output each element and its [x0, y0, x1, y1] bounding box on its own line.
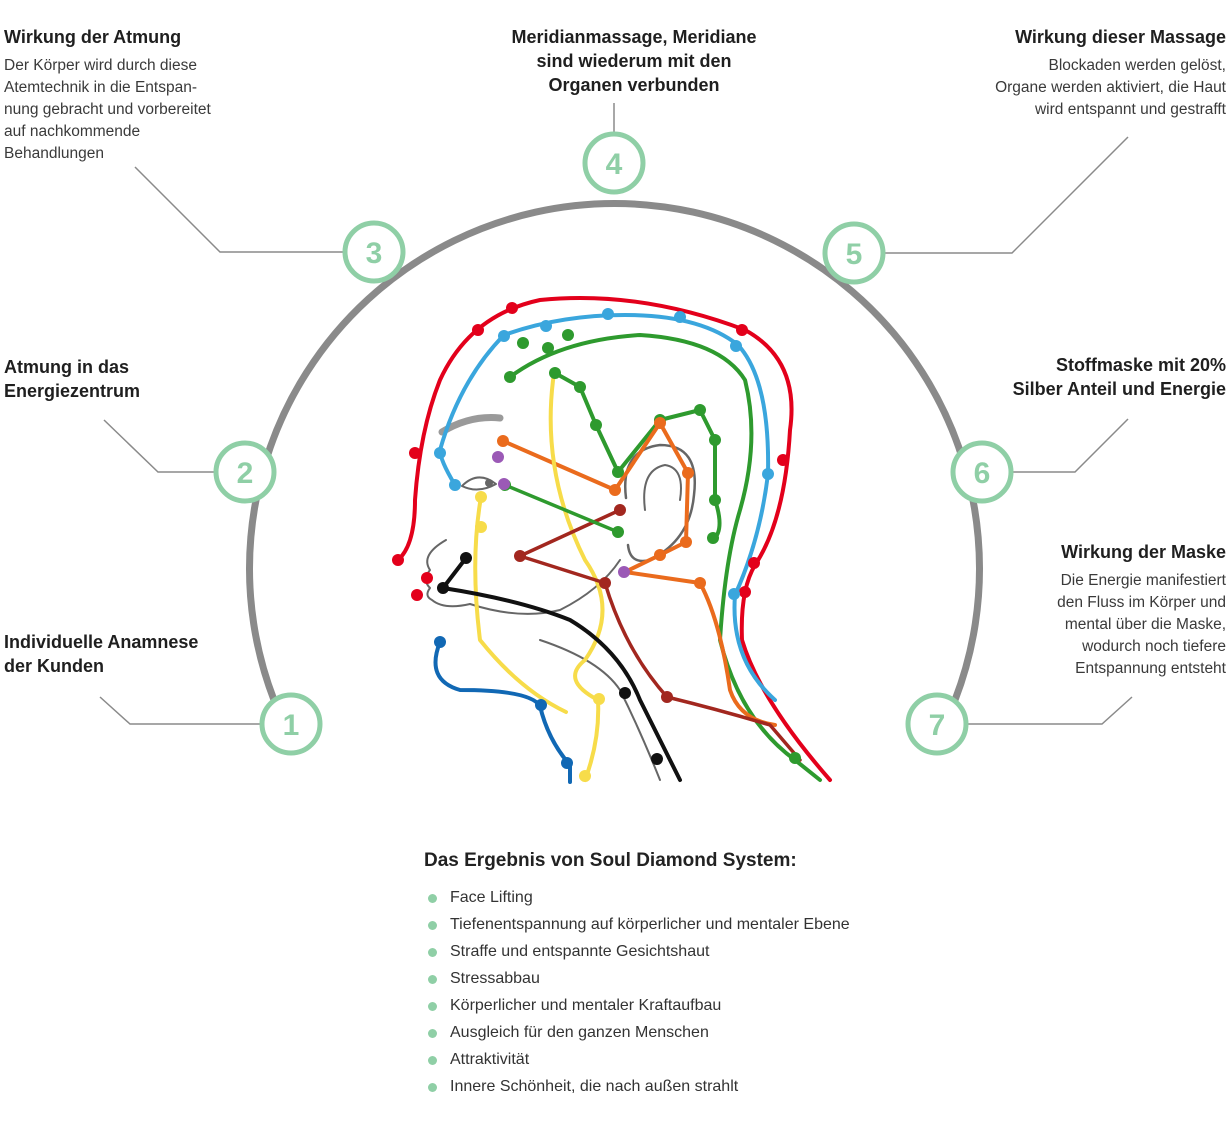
result-item: Körperlicher und mentaler Kraftaufbau	[424, 992, 1024, 1019]
step-label-7: Wirkung der Maske Die Energie manifestie…	[986, 540, 1226, 680]
step-number-2: 2	[237, 457, 254, 490]
result-item: Stressabbau	[424, 965, 1024, 992]
connector-lines	[99, 103, 1133, 725]
bullet-icon	[428, 948, 437, 957]
result-item: Ausgleich für den ganzen Menschen	[424, 1019, 1024, 1046]
step-number-1: 1	[283, 709, 300, 742]
step-number-6: 6	[974, 457, 991, 490]
bullet-icon	[428, 975, 437, 984]
result-item-label: Innere Schönheit, die nach außen strahlt	[450, 1078, 739, 1095]
step-text-5: Blockaden werden gelöst, Organe werden a…	[995, 57, 1226, 118]
step-number-3: 3	[366, 237, 383, 270]
result-item-label: Tiefenentspannung auf körperlicher und m…	[450, 916, 850, 933]
step-title-6: Stoffmaske mit 20% Silber Anteil und Ene…	[1012, 355, 1226, 399]
connector-1	[99, 696, 262, 725]
head-illustration	[396, 296, 832, 784]
meridian-diagram: 1 2 3 4 5 6 7	[99, 103, 1133, 784]
face-profile	[425, 539, 471, 608]
result-title: Das Ergebnis von Soul Diamond System:	[424, 850, 797, 871]
step-text-7: Die Energie manifestiert den Fluss im Kö…	[1057, 572, 1226, 677]
step-marker-5: 5	[822, 221, 886, 285]
meridian-dark-red	[518, 508, 802, 762]
step-number-7: 7	[929, 709, 946, 742]
connector-3	[134, 166, 344, 253]
step-title-3: Wirkung der Atmung	[4, 27, 182, 47]
bullet-icon	[428, 1083, 437, 1092]
result-item-label: Stressabbau	[450, 970, 540, 987]
step-marker-3: 3	[342, 220, 406, 284]
meridian-blue	[433, 640, 572, 784]
connector-2	[103, 419, 216, 473]
step-label-4: Meridianmassage, Meridiane sind wiederum…	[484, 25, 784, 97]
result-item: Face Lifting	[424, 884, 1024, 911]
result-item-label: Attraktivität	[450, 1051, 530, 1068]
result-item-label: Ausgleich für den ganzen Menschen	[450, 1024, 709, 1041]
step-label-5: Wirkung dieser Massage Blockaden werden …	[926, 25, 1226, 121]
bullet-icon	[428, 1056, 437, 1065]
result-item: Attraktivität	[424, 1046, 1024, 1073]
step-text-3: Der Körper wird durch diese Atemtechnik …	[4, 57, 211, 162]
step-marker-7: 7	[905, 692, 969, 756]
result-item: Tiefenentspannung auf körperlicher und m…	[424, 911, 1024, 938]
step-markers: 1 2 3 4 5 6 7	[213, 131, 1014, 756]
step-label-2: Atmung in das Energiezentrum	[4, 355, 224, 403]
result-section: Das Ergebnis von Soul Diamond System: Fa…	[424, 850, 1024, 1100]
step-marker-6: 6	[950, 440, 1014, 504]
step-marker-4: 4	[582, 131, 646, 195]
step-title-2: Atmung in das Energiezentrum	[4, 357, 141, 401]
step-label-6: Stoffmaske mit 20% Silber Anteil und Ene…	[956, 353, 1226, 401]
step-title-5: Wirkung dieser Massage	[1015, 27, 1226, 47]
meridian-red	[396, 296, 832, 782]
step-label-3: Wirkung der Atmung Der Körper wird durch…	[4, 25, 264, 165]
connector-5	[885, 136, 1129, 254]
bullet-icon	[428, 894, 437, 903]
eye	[461, 476, 497, 491]
connector-6	[1012, 418, 1129, 473]
result-item-label: Face Lifting	[450, 889, 533, 906]
meridian-light-blue	[438, 313, 777, 702]
bullet-icon	[428, 1029, 437, 1038]
meridian-points	[392, 302, 801, 782]
step-label-1: Individuelle Anamnese der Kunden	[4, 630, 244, 678]
meridian-green-diagonal	[503, 483, 620, 534]
step-title-4: Meridianmassage, Meridiane sind wiederum…	[511, 27, 757, 95]
meridian-black	[441, 556, 682, 782]
bullet-icon	[428, 921, 437, 930]
result-item-label: Straffe und entspannte Gesichtshaut	[450, 943, 710, 960]
step-marker-1: 1	[259, 692, 323, 756]
step-marker-2: 2	[213, 440, 277, 504]
result-item: Straffe und entspannte Gesichtshaut	[424, 938, 1024, 965]
connector-7	[968, 696, 1133, 725]
result-item-label: Körperlicher und mentaler Kraftaufbau	[450, 997, 722, 1014]
step-number-4: 4	[606, 148, 623, 181]
step-title-1: Individuelle Anamnese der Kunden	[4, 632, 199, 676]
step-number-5: 5	[846, 238, 863, 271]
result-item: Innere Schönheit, die nach außen strahlt	[424, 1073, 1024, 1100]
result-list: Face Lifting Tiefenentspannung auf körpe…	[424, 884, 1024, 1100]
bullet-icon	[428, 1002, 437, 1011]
step-title-7: Wirkung der Maske	[1061, 542, 1226, 562]
